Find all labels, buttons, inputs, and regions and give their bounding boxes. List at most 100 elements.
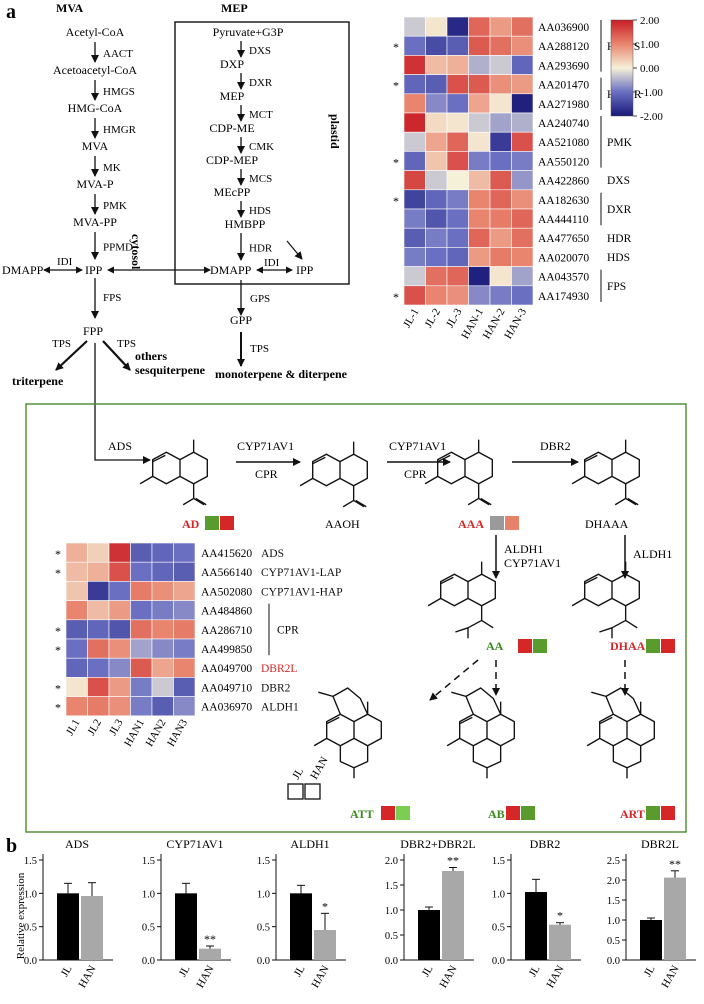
double-bond (584, 576, 598, 585)
mep-header: MEP (221, 1, 248, 15)
att-box-han (396, 806, 410, 820)
heatmap-cell (511, 247, 534, 267)
ring-right (464, 451, 493, 485)
heatmap-row-id: AA043570 (538, 272, 589, 284)
molecule-structure (313, 687, 382, 779)
ring-right (611, 573, 640, 607)
ring-right (339, 453, 368, 487)
x-tick-label: HAN (309, 963, 331, 990)
side-chain (611, 619, 626, 629)
heatmap-cell (173, 638, 196, 659)
molecule-structure (299, 441, 368, 508)
heatmap-cell (403, 16, 426, 37)
significance-star: * (55, 566, 61, 580)
enzyme-aldh1-2: ALDH1 (633, 547, 672, 561)
heatmap-cell (425, 208, 448, 229)
lactone (472, 745, 502, 769)
compound-art: ART (620, 807, 645, 821)
molecule-structure (139, 439, 208, 506)
bar-jl (175, 893, 197, 960)
heatmap-cell (151, 561, 174, 582)
heatmap-row-id: AA293690 (538, 60, 589, 72)
heatmap-cell (87, 677, 110, 697)
molecule-structure (427, 561, 496, 639)
ring-right (353, 713, 382, 747)
double-bond (312, 456, 326, 465)
ring-left (440, 573, 469, 607)
heatmap-cell (403, 151, 426, 171)
y-tick-label: 1.0 (385, 906, 398, 917)
triterpene-label: triterpene (12, 374, 64, 388)
heatmap-cell (403, 247, 426, 267)
mva-enzyme: HMGR (103, 124, 137, 136)
significance-star: * (557, 909, 563, 923)
heatmap-row-id: AA521080 (538, 137, 589, 149)
heatmap-cell (65, 600, 88, 621)
ring-right (467, 573, 496, 607)
heatmap-cell (403, 285, 426, 306)
heatmap-row-id: AA477650 (538, 233, 589, 245)
side-chain (627, 497, 639, 506)
heatmap-cell (65, 561, 88, 582)
compound-ad: AD (182, 517, 200, 531)
heatmap-cell (511, 112, 534, 133)
heatmap-cell (425, 285, 448, 306)
double-bond (459, 716, 473, 725)
y-tick-label: 2.0 (385, 856, 398, 867)
mva-compound: MVA-P (76, 177, 113, 191)
heatmap-row-id: AA499850 (201, 644, 252, 656)
heatmap-cell (65, 542, 88, 563)
heatmap-cell (511, 170, 534, 191)
heatmap-cell (403, 227, 426, 248)
heatmap-row-id: AA444110 (538, 214, 589, 226)
chart-title: DBR2 (530, 837, 561, 851)
hydroxyl (599, 627, 613, 633)
chart-title: ADS (65, 837, 89, 851)
bar-jl (525, 892, 547, 960)
ad-box-jl (205, 516, 219, 530)
x-tick-label: JL (642, 963, 658, 979)
heatmap-cell (108, 696, 131, 717)
ring-left (599, 713, 628, 747)
side-chain (353, 499, 365, 508)
heatmap-cell (446, 35, 469, 56)
art-box-jl (646, 806, 660, 820)
mep-compound: MEcPP (214, 185, 251, 199)
heatmap-row-name-cpr: CPR (277, 624, 299, 636)
significance-star: * (55, 624, 61, 638)
heatmap-cell (65, 677, 88, 697)
heatmap-row-id: AA036900 (538, 22, 589, 34)
molecule-structure (571, 561, 640, 639)
mep-enzyme: HDR (249, 243, 273, 255)
hydroxyl (455, 627, 469, 633)
tps-left-label: TPS (52, 338, 71, 350)
heatmap-cell (151, 638, 174, 659)
significance-star: * (55, 643, 61, 657)
methyl-left (424, 475, 439, 485)
ring-right (611, 451, 640, 485)
y-tick-label: 0.5 (385, 931, 398, 942)
heatmap-cell (468, 170, 491, 191)
lactone (339, 745, 369, 769)
double-bond (599, 716, 613, 725)
ring-right (179, 451, 208, 485)
plastid-label: plastid (328, 114, 342, 149)
methyl-left (139, 475, 154, 485)
heatmap-cell (130, 638, 153, 659)
heatmap-row-id: AA049700 (201, 663, 252, 675)
aa-box-jl (518, 639, 532, 653)
heatmap-cell (489, 208, 512, 229)
heatmap-cell (173, 677, 196, 697)
heatmap-cell (489, 247, 512, 267)
bar-han (664, 877, 686, 960)
mva-enzyme: PMK (103, 200, 127, 212)
heatmap-cell (489, 189, 512, 210)
heatmap-cell (65, 696, 88, 717)
chart-title: DBR2+DBR2L (400, 837, 475, 851)
significance-star: * (393, 40, 399, 54)
heatmap-cell (489, 151, 512, 171)
heatmap-cell (108, 677, 131, 697)
legend-jl: JL (290, 766, 306, 782)
compound-dhaa: DHAA (610, 639, 646, 653)
